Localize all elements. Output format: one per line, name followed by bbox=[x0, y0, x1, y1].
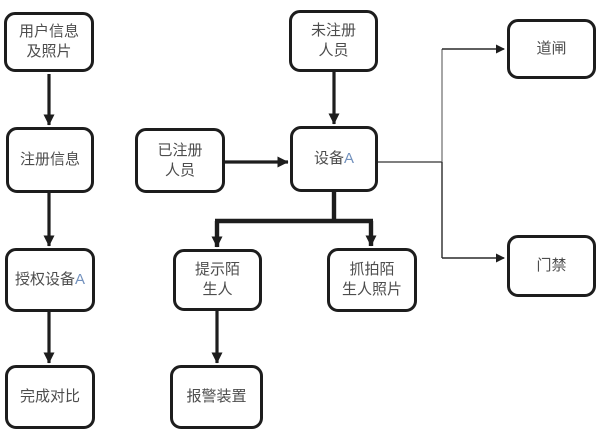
node-device-a-label: 设备A bbox=[313, 150, 355, 167]
node-capture-stranger-label: 抓拍陌 生人照片 bbox=[341, 261, 402, 298]
node-authorize-device-label: 授权设备A bbox=[14, 271, 86, 288]
node-access-control-label: 门禁 bbox=[536, 257, 567, 274]
node-user-info-label: 用户信息 及照片 bbox=[18, 23, 79, 60]
node-complete-compare: 完成对比 bbox=[5, 365, 95, 429]
node-device-a: 设备A bbox=[290, 126, 378, 192]
node-complete-compare-label: 完成对比 bbox=[19, 388, 80, 405]
node-barrier-gate-label: 道闸 bbox=[536, 40, 567, 57]
node-registered: 已注册 人员 bbox=[135, 128, 225, 193]
node-registered-label: 已注册 人员 bbox=[157, 141, 203, 179]
node-unregistered: 未注册 人员 bbox=[289, 10, 378, 72]
node-alarm-device-label: 报警装置 bbox=[186, 388, 247, 405]
node-user-info: 用户信息 及照片 bbox=[4, 12, 94, 72]
accent-letter-a: A bbox=[344, 150, 355, 167]
node-access-control: 门禁 bbox=[507, 235, 596, 297]
node-register-info-label: 注册信息 bbox=[19, 151, 80, 168]
node-authorize-device: 授权设备A bbox=[5, 248, 95, 312]
node-register-info: 注册信息 bbox=[6, 127, 94, 193]
node-alarm-device: 报警装置 bbox=[170, 365, 263, 429]
node-prompt-stranger: 提示陌 生人 bbox=[173, 249, 262, 311]
node-unregistered-label: 未注册 人员 bbox=[310, 22, 356, 59]
accent-letter-a: A bbox=[75, 271, 86, 288]
node-barrier-gate: 道闸 bbox=[507, 19, 596, 79]
node-prompt-stranger-label: 提示陌 生人 bbox=[194, 261, 240, 298]
node-capture-stranger: 抓拍陌 生人照片 bbox=[327, 248, 417, 312]
